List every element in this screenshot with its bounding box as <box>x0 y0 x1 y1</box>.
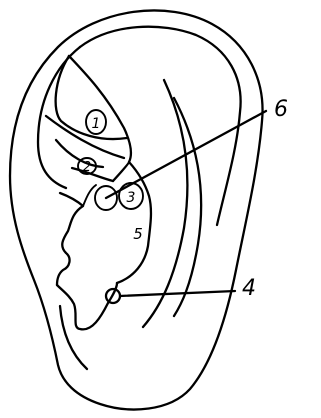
region-3-label: 3 <box>127 190 136 206</box>
callout-4-label: 4 <box>242 276 256 301</box>
region-5-label: 5 <box>133 225 143 243</box>
helix-inner-rim <box>80 27 241 225</box>
outer-ear-outline <box>10 10 263 409</box>
antitragus-outline <box>83 185 96 206</box>
antihelix-lower-crus <box>46 116 124 158</box>
concha-inner-outline <box>113 162 151 283</box>
callout-6-label: 6 <box>274 97 288 122</box>
earlobe-line <box>60 306 87 369</box>
region-2-label: 2 <box>83 160 91 175</box>
region-1-label: 1 <box>92 116 101 132</box>
antihelix-upper-crus <box>69 56 131 162</box>
callout-4-line <box>120 291 235 296</box>
ear-canal-outline <box>57 193 83 285</box>
